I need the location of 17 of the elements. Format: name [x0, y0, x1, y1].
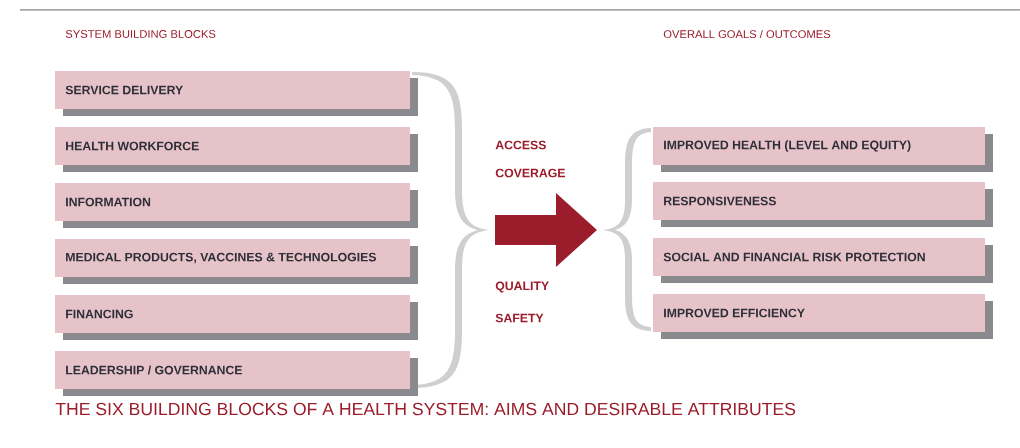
block-box: FINANCING	[55, 295, 418, 340]
attribute-label: COVERAGE	[495, 168, 565, 178]
block-box: LEADERSHIP / GOVERNANCE	[55, 351, 418, 396]
block-box: HEALTH WORKFORCE	[55, 127, 418, 172]
column-heading: SYSTEM BUILDING BLOCKS	[65, 30, 216, 38]
attribute-label: ACCESS	[495, 140, 546, 150]
block-box: RESPONSIVENESS	[653, 182, 993, 227]
caption: THE SIX BUILDING BLOCKS OF A HEALTH SYSTEM: AIMS AND DESIRABLE ATTRIBUTES	[55, 402, 796, 416]
block-box: IMPROVED EFFICIENCY	[653, 294, 993, 339]
block-box: SOCIAL AND FINANCIAL RISK PROTECTION	[653, 238, 993, 283]
attribute-label: QUALITY	[495, 281, 549, 293]
block-box: INFORMATION	[55, 183, 418, 228]
block-box: IMPROVED HEALTH (LEVEL AND EQUITY)	[653, 127, 993, 172]
column-heading: OVERALL GOALS / OUTCOMES	[663, 29, 831, 39]
block-box: MEDICAL PRODUCTS, VACCINES & TECHNOLOGIES	[55, 239, 418, 284]
attribute-label: SAFETY	[495, 313, 544, 323]
block-box: SERVICE DELIVERY	[55, 71, 418, 116]
